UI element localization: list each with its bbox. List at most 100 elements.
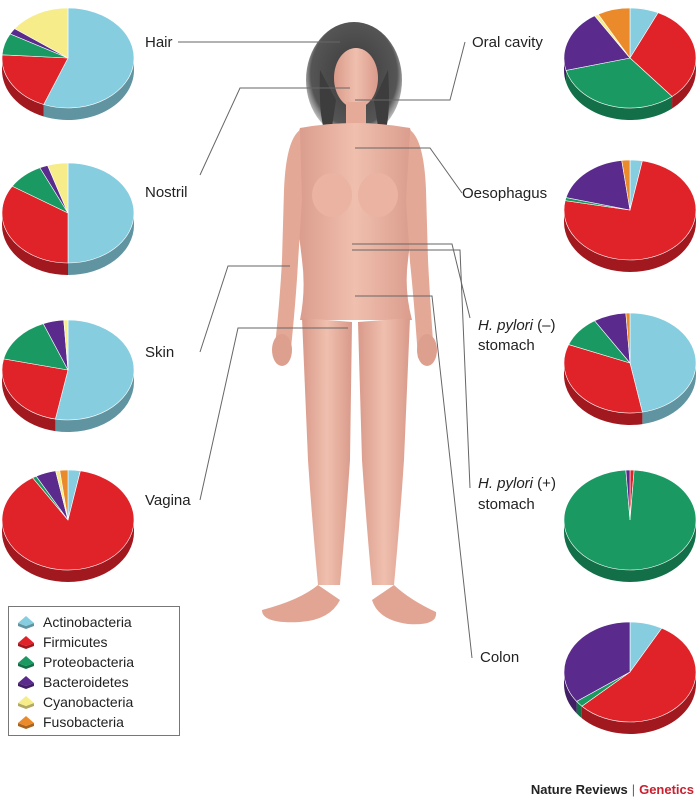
pie-vagina [1, 469, 135, 582]
legend-wedge-icon [18, 675, 34, 689]
legend-label: Firmicutes [43, 634, 108, 650]
pie-slice-proteobacteria [563, 469, 697, 571]
legend-wedge-icon [18, 695, 34, 709]
pie-slice-firmicutes [581, 627, 697, 723]
pie-slice-proteobacteria [565, 57, 673, 109]
journal-credit: Nature Reviews|Genetics [531, 782, 694, 797]
pie-side-bacteroidetes [564, 58, 567, 83]
legend-wedge-icon [18, 615, 34, 629]
pie-side-firmicutes [581, 672, 696, 734]
credit-separator: | [631, 782, 636, 797]
pie-hair [1, 7, 135, 120]
site-label-hp-pos: H. pylori (+) [478, 475, 556, 492]
site-label-hp-neg-line2: stomach [478, 337, 535, 354]
pie-slice-actinobacteria [55, 319, 135, 421]
site-label-hp-pos-line2: stomach [478, 496, 535, 513]
legend-label: Actinobacteria [43, 614, 132, 630]
site-label-vagina: Vagina [145, 492, 191, 509]
pie-slice-firmicutes [1, 470, 135, 571]
pie-h-pylori [563, 312, 697, 425]
pie-h-pylori [563, 469, 697, 582]
pie-oral-cavity [563, 7, 697, 121]
connector-lines [178, 41, 473, 659]
pie-oesophagus [563, 159, 697, 272]
pie-side-proteobacteria [576, 701, 582, 719]
pie-slice-bacteroidetes [565, 160, 631, 211]
pie-side-firmicutes [2, 520, 134, 582]
site-label-oral-cavity: Oral cavity [472, 34, 543, 51]
legend-label: Cyanobacteria [43, 694, 134, 710]
legend-item-proteobacteria: Proteobacteria [17, 652, 179, 672]
pie-slice-bacteroidetes [625, 469, 631, 521]
site-label-oesophagus: Oesophagus [462, 185, 547, 202]
site-label-hp-neg-suffix: (–) [533, 317, 556, 334]
pie-side-proteobacteria [564, 520, 696, 582]
pie-slice-bacteroidetes [563, 15, 631, 71]
site-label-hair: Hair [145, 34, 173, 51]
site-label-hp-neg: H. pylori (–) [478, 317, 556, 334]
pie-slice-firmicutes [629, 12, 697, 97]
human-figure [262, 22, 437, 625]
pie-slice-fusobacteria [59, 469, 69, 521]
legend-label: Proteobacteria [43, 654, 135, 670]
pie-side-actinobacteria [68, 213, 134, 275]
pie-side-firmicutes [2, 370, 56, 432]
pie-slice-cyanobacteria [14, 7, 69, 59]
pie-skin [1, 319, 135, 432]
pie-slice-firmicutes [563, 160, 697, 261]
pie-slice-firmicutes [1, 54, 69, 105]
pie-slice-firmicutes [563, 344, 643, 414]
site-label-nostril: Nostril [145, 184, 188, 201]
legend-wedge-icon [18, 655, 34, 669]
pie-slice-firmicutes [1, 358, 69, 420]
legend-swatch-fusobacteria [17, 715, 35, 729]
credit-section: Genetics [639, 782, 694, 797]
pie-side-actinobacteria [642, 363, 696, 425]
pie-slice-fusobacteria [597, 7, 631, 59]
legend-item-fusobacteria: Fusobacteria [17, 712, 179, 732]
legend-wedge-icon [18, 635, 34, 649]
pie-slice-proteobacteria [3, 323, 69, 371]
pie-slice-actinobacteria [67, 162, 135, 264]
pie-side-firmicutes [564, 210, 696, 272]
pie-side-firmicutes [2, 58, 44, 117]
pie-slice-fusobacteria [625, 312, 631, 364]
pie-slice-fusobacteria [621, 159, 631, 211]
pie-side-firmicutes [672, 58, 696, 109]
site-label-hp-neg-prefix: H. pylori [478, 317, 534, 334]
pie-side-firmicutes [564, 363, 643, 425]
legend-label: Bacteroidetes [43, 674, 129, 690]
pie-side-actinobacteria [55, 370, 134, 432]
legend-swatch-bacteroidetes [17, 675, 35, 689]
legend-item-cyanobacteria: Cyanobacteria [17, 692, 179, 712]
site-label-hp-pos-suffix: (+) [533, 475, 556, 492]
pie-colon [563, 621, 697, 734]
pie-slice-actinobacteria [629, 312, 697, 413]
legend-item-firmicutes: Firmicutes [17, 632, 179, 652]
credit-journal: Nature Reviews [530, 782, 628, 797]
pie-side-bacteroidetes [564, 672, 577, 714]
legend-item-bacteroidetes: Bacteroidetes [17, 672, 179, 692]
legend-wedge-icon [18, 715, 34, 729]
pie-side-proteobacteria [566, 70, 673, 121]
site-label-colon: Colon [480, 649, 519, 666]
pie-slice-cyanobacteria [47, 162, 69, 214]
site-label-hp-pos-prefix: H. pylori [478, 475, 534, 492]
legend-swatch-cyanobacteria [17, 695, 35, 709]
pie-slice-actinobacteria [43, 7, 135, 109]
pie-side-actinobacteria [43, 58, 134, 120]
legend-swatch-proteobacteria [17, 655, 35, 669]
pie-slice-bacteroidetes [563, 621, 631, 702]
legend-label: Fusobacteria [43, 714, 124, 730]
site-labels: Hair Nostril Skin Vagina Oral cavity Oes… [145, 34, 556, 666]
pie-slice-cyanobacteria [63, 319, 69, 371]
pie-charts [1, 7, 697, 734]
site-label-skin: Skin [145, 344, 174, 361]
pie-nostril [1, 162, 135, 275]
pie-side-firmicutes [2, 213, 68, 275]
legend-item-actinobacteria: Actinobacteria [17, 612, 179, 632]
legend-swatch-actinobacteria [17, 615, 35, 629]
legend: Actinobacteria Firmicutes Proteobacteria… [8, 606, 180, 736]
legend-swatch-firmicutes [17, 635, 35, 649]
